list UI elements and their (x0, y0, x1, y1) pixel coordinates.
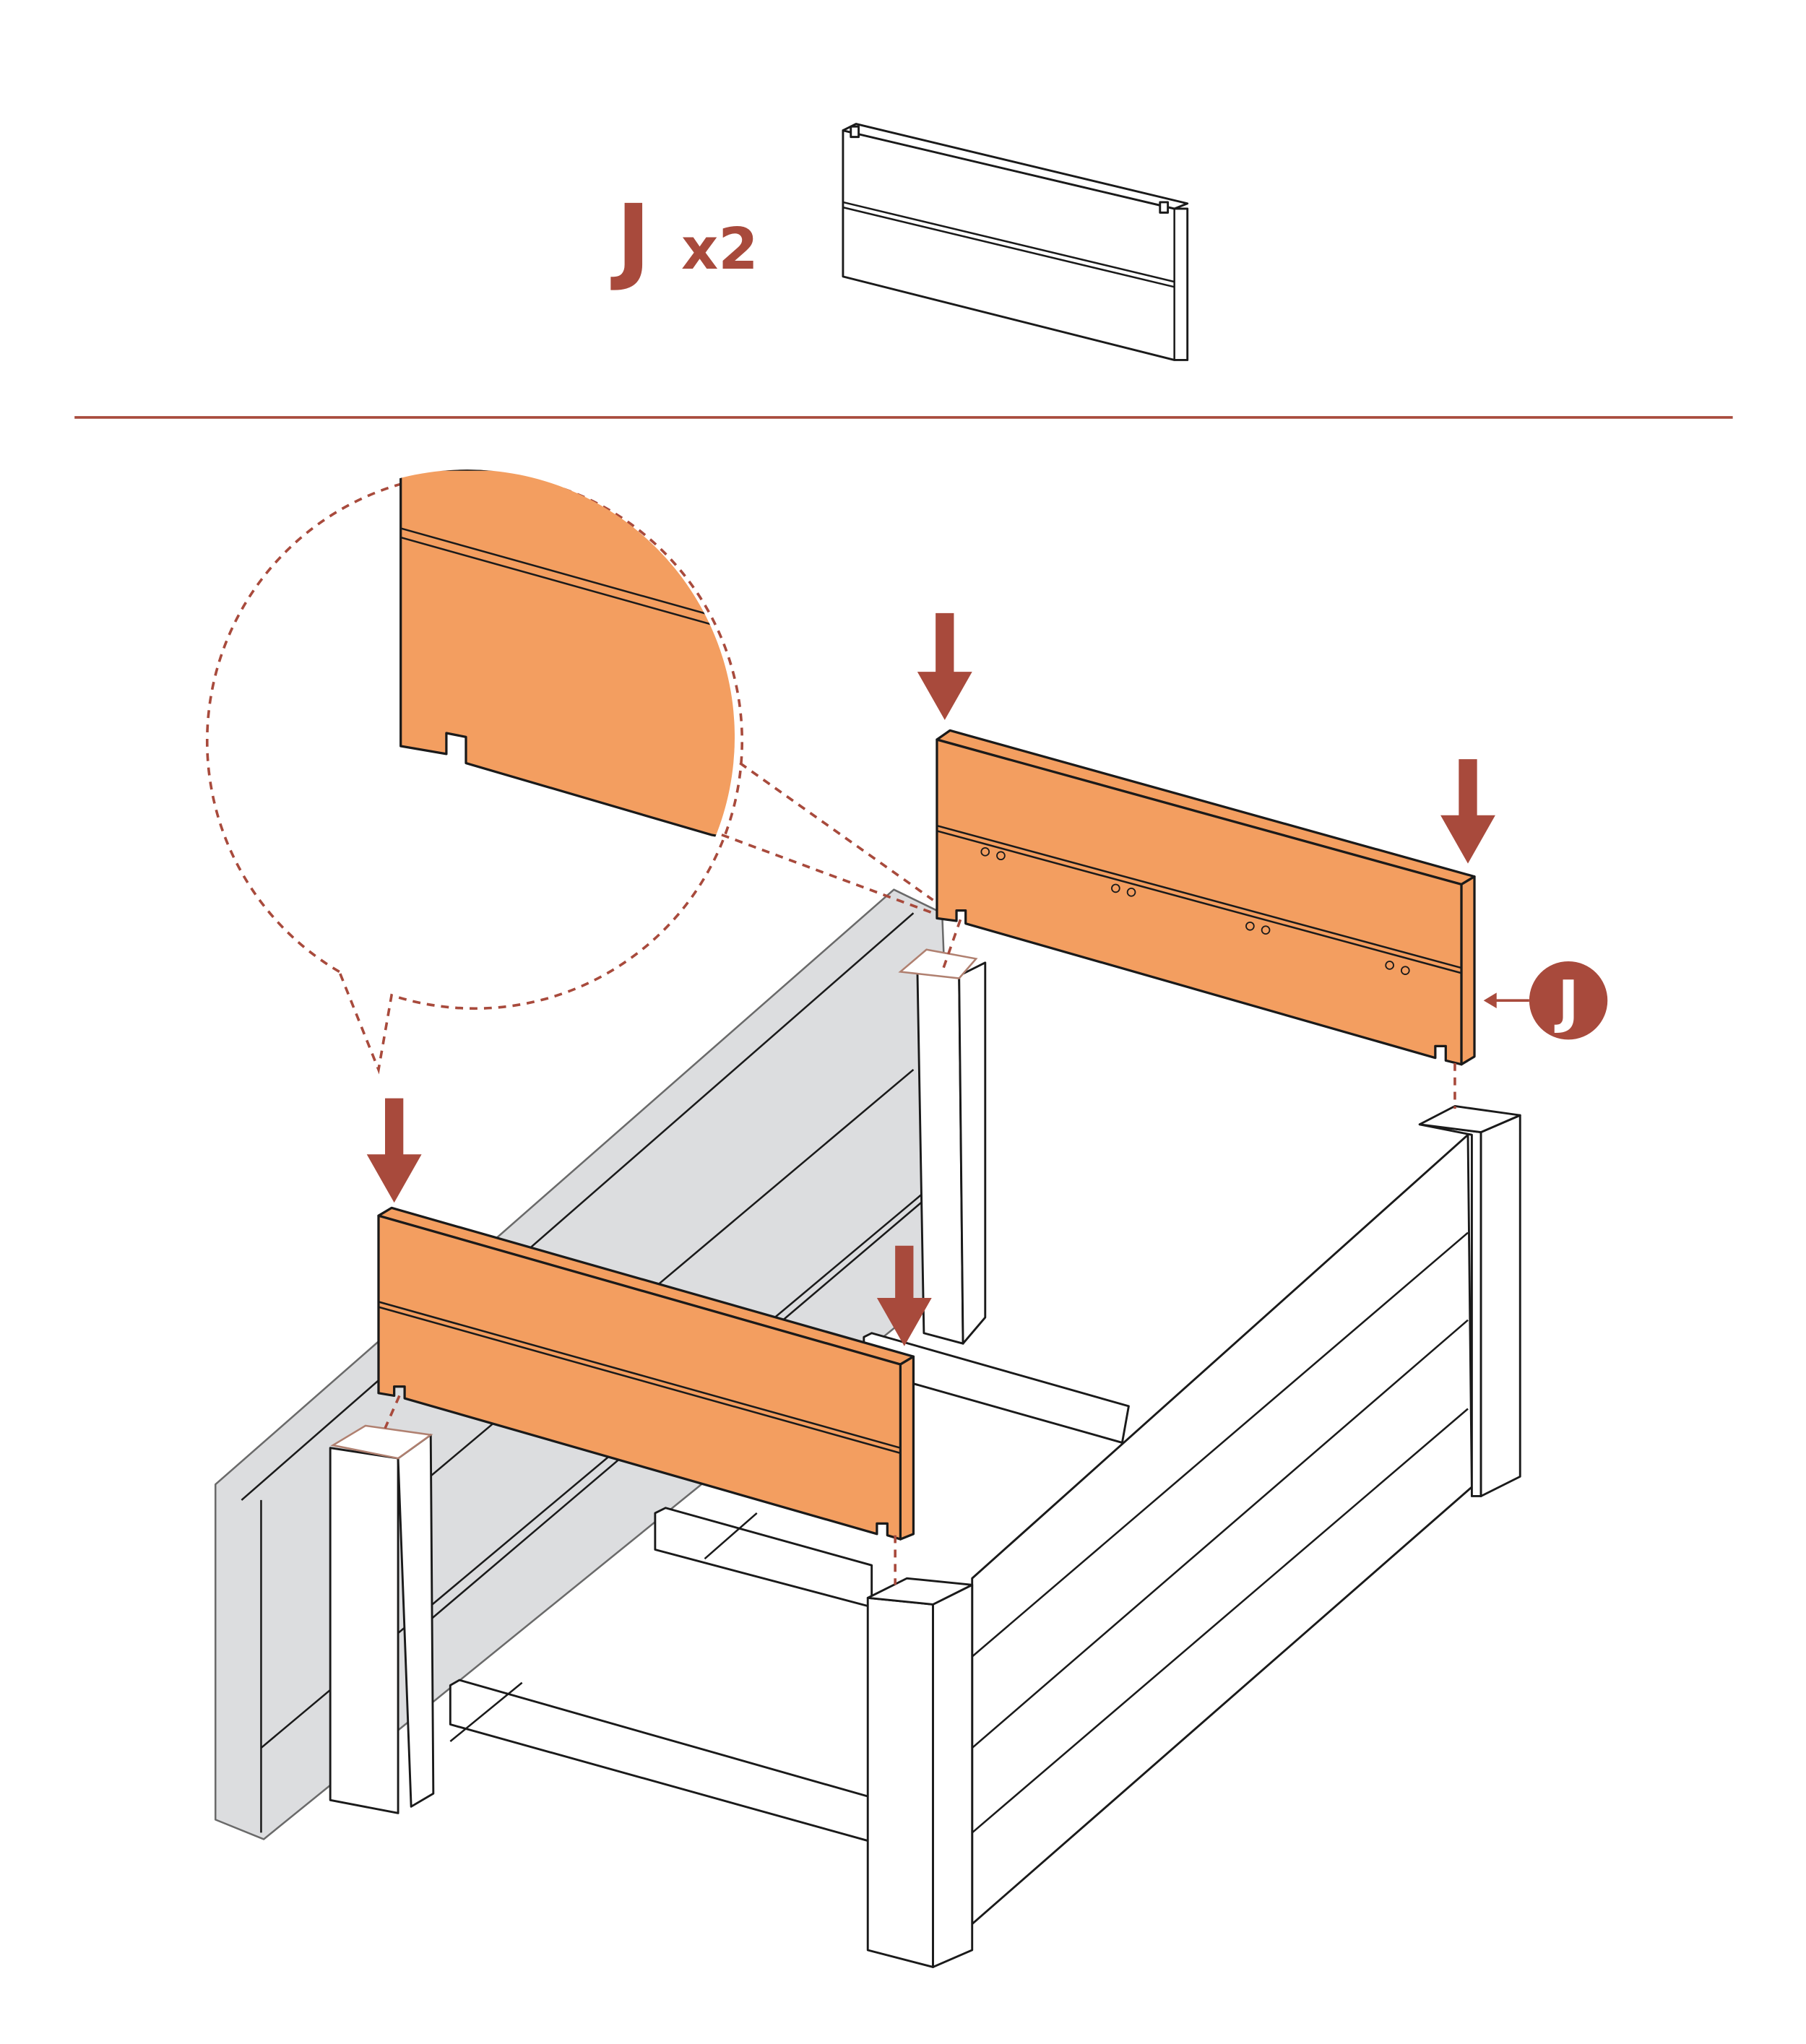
back-right-post (1418, 1105, 1521, 1497)
detail-callout (205, 469, 744, 1075)
back-left-post (898, 948, 987, 1345)
down-arrow-icon (366, 1098, 422, 1203)
right-side-panel (971, 1133, 1473, 1926)
part-quantity: x2 (681, 215, 759, 282)
down-arrow-icon (917, 612, 972, 720)
down-arrow-icon (1440, 759, 1495, 864)
part-j-preview (842, 123, 1189, 361)
panel-j-front (377, 1206, 915, 1541)
panel-j-back (936, 729, 1476, 1066)
alignment-guides (384, 762, 1456, 1585)
down-arrow-icon (876, 1245, 932, 1346)
part-label-j: J (1483, 961, 1608, 1040)
front-left-post (329, 1424, 435, 1814)
part-letter: J (610, 184, 651, 294)
front-right-post (866, 1577, 974, 1968)
svg-text:J: J (1554, 968, 1579, 1035)
